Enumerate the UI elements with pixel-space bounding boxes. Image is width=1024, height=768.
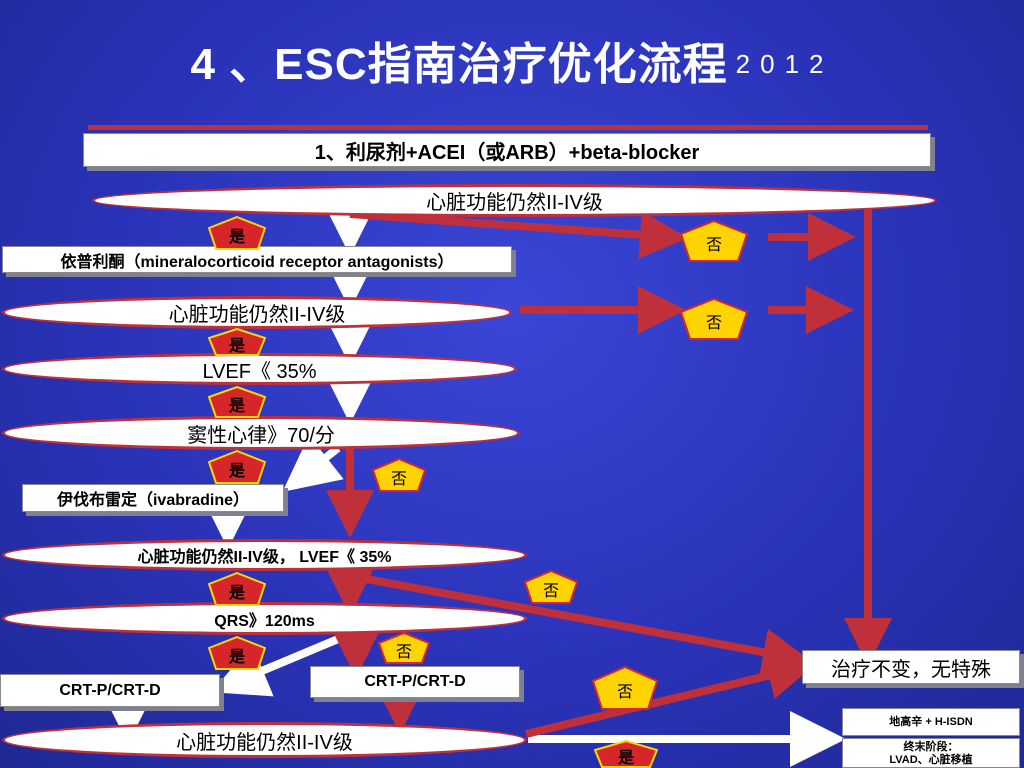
yes-badge: 是 <box>208 572 266 606</box>
treatment-unchanged-box: 治疗不变，无特殊 <box>802 650 1020 684</box>
title-year: 2012 <box>735 49 834 79</box>
endstage-box: 终末阶段： LVAD、心脏移植 <box>842 738 1020 768</box>
endstage-line-2: LVAD、心脏移植 <box>889 754 973 766</box>
question-sinus-rate: 窦性心律》70/分 <box>2 416 520 450</box>
yes-label: 是 <box>228 649 245 666</box>
no-label: 否 <box>395 644 412 661</box>
yes-label: 是 <box>228 463 245 480</box>
no-badge: 否 <box>524 570 578 604</box>
yes-badge: 是 <box>208 328 266 356</box>
title-divider <box>88 125 928 130</box>
question-nyha-1: 心脏功能仍然II-IV级 <box>92 184 937 217</box>
no-label: 否 <box>616 684 633 701</box>
yes-badge: 是 <box>208 450 266 484</box>
question-nyha-2: 心脏功能仍然II-IV级 <box>2 296 512 329</box>
no-badge: 否 <box>378 632 430 664</box>
question-qrs: QRS》120ms <box>2 602 527 635</box>
question-lvef: LVEF《 35% <box>2 353 517 385</box>
no-badge: 否 <box>680 220 748 262</box>
no-badge: 否 <box>372 458 426 492</box>
no-label: 否 <box>705 237 722 254</box>
no-label: 否 <box>705 315 722 332</box>
crt-box-right: CRT-P/CRT-D <box>310 666 520 698</box>
question-nyha-3: 心脏功能仍然II-IV级 <box>2 722 527 758</box>
yes-badge: 是 <box>208 386 266 418</box>
yes-badge: 是 <box>594 740 658 768</box>
yes-badge: 是 <box>208 636 266 670</box>
digoxin-box: 地高辛 + H-ISDN <box>842 708 1020 736</box>
yes-label: 是 <box>228 398 245 415</box>
mra-box: 依普利酮（mineralocorticoid receptor antagoni… <box>2 246 512 273</box>
yes-label: 是 <box>228 585 245 602</box>
question-nyha-lvef: 心脏功能仍然II-IV级， LVEF《 35% <box>2 539 527 571</box>
no-label: 否 <box>390 471 407 488</box>
no-label: 否 <box>542 583 559 600</box>
yes-badge: 是 <box>208 216 266 250</box>
no-badge: 否 <box>592 666 658 710</box>
endstage-line-1: 终末阶段： <box>903 741 959 753</box>
title-main: 4 、ESC指南治疗优化流程 <box>190 40 728 89</box>
yes-label: 是 <box>228 229 245 246</box>
step1-box: 1、利尿剂+ACEI（或ARB）+beta-blocker <box>83 133 931 167</box>
yes-label: 是 <box>617 750 634 767</box>
crt-box-left: CRT-P/CRT-D <box>0 674 220 707</box>
no-badge: 否 <box>680 298 748 340</box>
ivabradine-box: 伊伐布雷定（ivabradine） <box>22 484 284 512</box>
yes-label: 是 <box>228 338 245 355</box>
